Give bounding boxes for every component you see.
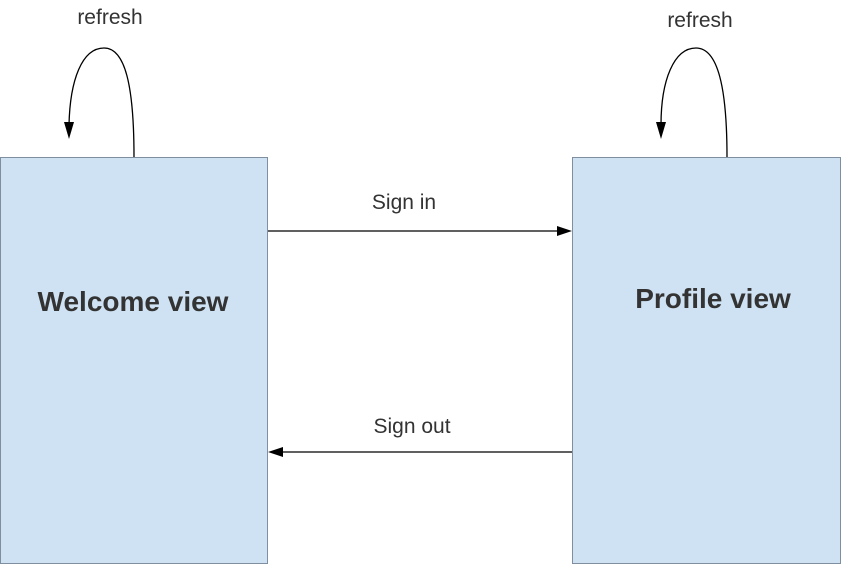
sign-out-arrowhead [268, 447, 283, 457]
sign-out-label: Sign out [373, 415, 450, 438]
sign-in-arrowhead [557, 226, 572, 236]
profile-view-node: Profile view [572, 157, 841, 564]
welcome-view-box [0, 157, 268, 564]
profile-view-label: Profile view [635, 283, 791, 314]
welcome-view-node: Welcome view [0, 157, 268, 564]
sign-in-edge: Sign in [268, 191, 572, 236]
sign-out-edge: Sign out [268, 415, 572, 457]
welcome-refresh-edge: refresh [64, 6, 143, 158]
profile-refresh-arrowhead [656, 122, 666, 139]
sign-in-label: Sign in [372, 191, 436, 214]
welcome-refresh-loop [68, 47, 135, 158]
profile-refresh-edge: refresh [656, 9, 733, 158]
profile-refresh-label: refresh [667, 9, 732, 32]
welcome-refresh-arrowhead [64, 122, 74, 139]
profile-refresh-loop [660, 47, 728, 158]
welcome-refresh-label: refresh [77, 6, 142, 29]
welcome-view-label: Welcome view [38, 286, 229, 317]
profile-view-box [572, 157, 841, 564]
